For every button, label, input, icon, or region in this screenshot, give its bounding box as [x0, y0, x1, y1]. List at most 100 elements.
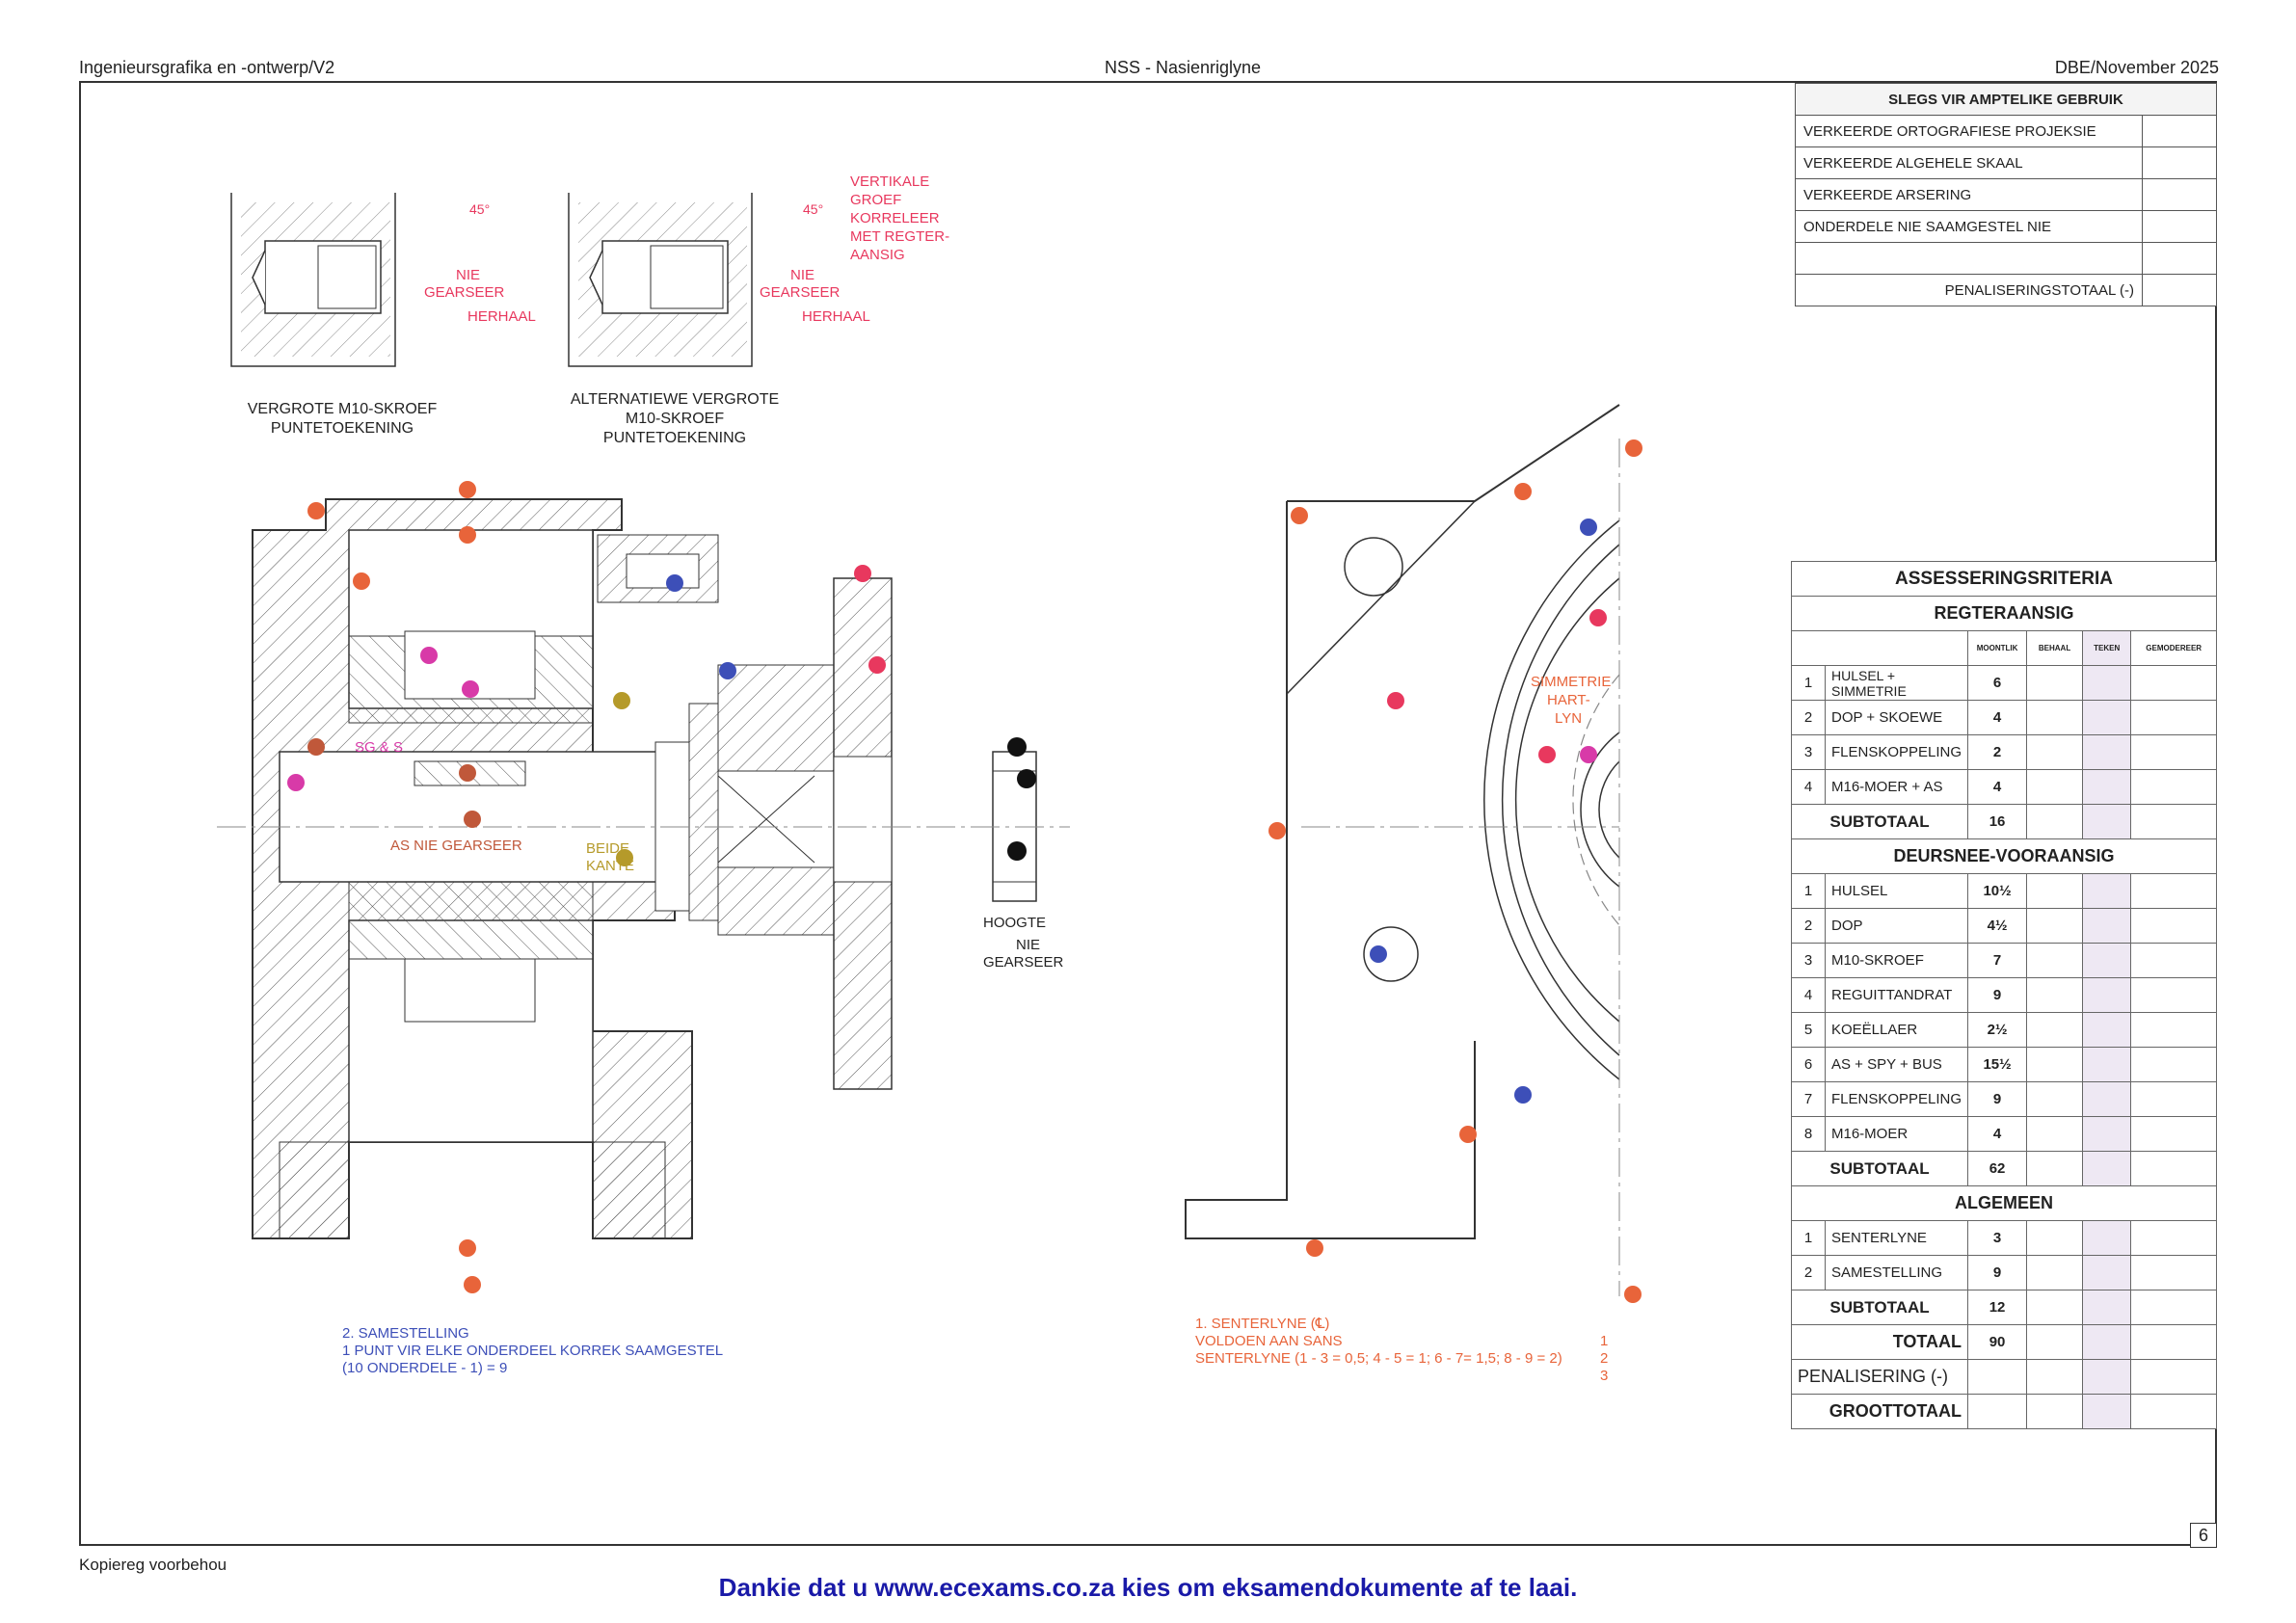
nie-gearseer-1: NIE — [1016, 937, 1040, 953]
senterlyne-scale: 1 2 3 — [1600, 1333, 1608, 1385]
total-value: 90 — [1967, 1324, 2028, 1360]
senterlyne-line-2: VOLDOEN AAN SANS — [1195, 1333, 1343, 1349]
section-regteraansig: REGTERAANSIG — [1791, 596, 2217, 631]
as-nie-label: AS NIE GEARSEER — [390, 838, 522, 854]
simmetrie-label-2: HART- — [1547, 692, 1590, 708]
beide-label-1: BEIDE — [586, 840, 629, 857]
subtotal-value: 12 — [1967, 1290, 2028, 1325]
gearseer-label-2: GEARSEER — [760, 284, 841, 301]
row-num: 1 — [1791, 665, 1826, 701]
samestelling-line-2: 1 PUNT VIR ELKE ONDERDEEL KORREK SAAMGES… — [342, 1343, 724, 1359]
col-behaal: BEHAAL — [2026, 630, 2084, 666]
row-label: AS + SPY + BUS — [1824, 1047, 1969, 1082]
nie-label-1: NIE — [456, 267, 480, 283]
total-label: TOTAAL — [1790, 1324, 1969, 1360]
caption-detail-1-line-2: PUNTETOEKENING — [270, 420, 414, 437]
row-num: 5 — [1791, 1012, 1826, 1048]
vertikale-line-4: MET REGTER- — [850, 228, 949, 245]
vertikale-line-3: KORRELEER — [850, 210, 940, 226]
row-num: 4 — [1791, 977, 1826, 1013]
senterlyne-scale-2: 2 — [1600, 1350, 1609, 1367]
row-value: 4 — [1967, 769, 2028, 805]
row-num: 3 — [1791, 943, 1826, 978]
right-view — [1185, 404, 1620, 1296]
angle-label-1: 45° — [469, 201, 490, 217]
row-label: M16-MOER + AS — [1824, 769, 1969, 805]
page-number: 6 — [2190, 1523, 2217, 1548]
row-value: 2½ — [1967, 1012, 2028, 1048]
col-gemodereer: GEMODEREER — [2130, 630, 2217, 666]
detail-screw-2 — [568, 193, 753, 367]
caption-detail-1: VERGROTE M10-SKROEF PUNTETOEKENING — [231, 400, 453, 439]
row-label: REGUITTANDRAT — [1824, 977, 1969, 1013]
official-row: VERKEERDE ALGEHELE SKAAL — [1795, 146, 2143, 179]
col-teken: TEKEN — [2082, 630, 2132, 666]
row-num: 7 — [1791, 1081, 1826, 1117]
col-moontlik: MOONTLIK — [1967, 630, 2028, 666]
caption-detail-2: ALTERNATIEWE VERGROTE M10-SKROEF PUNTETO… — [559, 390, 790, 448]
mark-bubbles — [287, 439, 1642, 1303]
download-thanks: Dankie dat u www.ecexams.co.za kies om e… — [718, 1573, 1578, 1602]
row-value: 9 — [1967, 977, 2028, 1013]
row-label: FLENSKOPPELING — [1824, 1081, 1969, 1117]
row-value: 3 — [1967, 1220, 2028, 1256]
row-label: M16-MOER — [1824, 1116, 1969, 1152]
penalty-label: PENALISERING (-) — [1790, 1359, 1969, 1395]
row-label: SAMESTELLING — [1824, 1255, 1969, 1290]
penalty-total-label: PENALISERINGSTOTAAL (-) — [1795, 274, 2143, 306]
row-label: HULSEL + SIMMETRIE — [1824, 665, 1969, 701]
nie-gearseer-2: GEARSEER — [983, 954, 1064, 971]
row-num: 3 — [1791, 734, 1826, 770]
official-row: ONDERDELE NIE SAAMGESTEL NIE — [1795, 210, 2143, 243]
row-num: 1 — [1791, 873, 1826, 909]
simmetrie-label-3: LYN — [1555, 710, 1582, 727]
herhaal-label-1: HERHAAL — [467, 308, 536, 325]
senterlyne-note: 1. SENTERLYNE (℄) VOLDOEN AAN SANS SENTE… — [1195, 1316, 1562, 1368]
senterlyne-scale-1: 1 — [1600, 1333, 1609, 1349]
caption-detail-2-line-1: ALTERNATIEWE VERGROTE — [570, 391, 780, 408]
row-num: 6 — [1791, 1047, 1826, 1082]
row-value: 4 — [1967, 1116, 2028, 1152]
official-row: VERKEERDE ORTOGRAFIESE PROJEKSIE — [1795, 115, 2143, 147]
senterlyne-line-3: SENTERLYNE (1 - 3 = 0,5; 4 - 5 = 1; 6 - … — [1195, 1350, 1562, 1367]
official-use-table: SLEGS VIR AMPTELIKE GEBRUIK VERKEERDE OR… — [1795, 83, 2217, 306]
senterlyne-scale-3: 3 — [1600, 1368, 1609, 1384]
row-num: 2 — [1791, 908, 1826, 944]
row-num: 4 — [1791, 769, 1826, 805]
row-label: KOEËLLAER — [1824, 1012, 1969, 1048]
subtotal-label: SUBTOTAAL — [1790, 1290, 1969, 1325]
nie-label-2: NIE — [790, 267, 814, 283]
angle-label-2: 45° — [803, 201, 823, 217]
beide-label-2: KANTE — [586, 858, 634, 874]
section-deursnee: DEURSNEE-VOORAANSIG — [1791, 838, 2217, 874]
sectional-front-view — [217, 498, 1070, 1239]
vertikale-line-5: AANSIG — [850, 247, 905, 263]
row-value: 6 — [1967, 665, 2028, 701]
row-label: HULSEL — [1824, 873, 1969, 909]
samestelling-note: 2. SAMESTELLING 1 PUNT VIR ELKE ONDERDEE… — [342, 1325, 723, 1377]
vertikale-line-2: GROEF — [850, 192, 901, 208]
criteria-title: ASSESSERINGSRITERIA — [1791, 561, 2217, 597]
herhaal-label-2: HERHAAL — [802, 308, 870, 325]
row-value: 9 — [1967, 1081, 2028, 1117]
caption-detail-1-line-1: VERGROTE M10-SKROEF — [247, 401, 438, 417]
row-value: 4½ — [1967, 908, 2028, 944]
row-label: FLENSKOPPELING — [1824, 734, 1969, 770]
header-right: DBE/November 2025 — [2054, 58, 2219, 77]
row-num: 8 — [1791, 1116, 1826, 1152]
caption-detail-2-line-3: PUNTETOEKENING — [602, 430, 747, 446]
simmetrie-label-1: SIMMETRIE — [1531, 674, 1611, 690]
row-value: 4 — [1967, 700, 2028, 735]
row-value: 2 — [1967, 734, 2028, 770]
subtotal-label: SUBTOTAAL — [1790, 1151, 1969, 1186]
detail-screw-1 — [230, 193, 396, 367]
header-center: NSS - Nasienriglyne — [1105, 58, 1262, 77]
samestelling-line-1: 2. SAMESTELLING — [342, 1325, 469, 1342]
header-left: Ingenieursgrafika en -ontwerp/V2 — [79, 58, 335, 77]
hoogte-label: HOOGTE — [983, 915, 1046, 931]
subtotal-value: 16 — [1967, 804, 2028, 839]
subtotal-value: 62 — [1967, 1151, 2028, 1186]
row-value: 7 — [1967, 943, 2028, 978]
row-label: DOP — [1824, 908, 1969, 944]
